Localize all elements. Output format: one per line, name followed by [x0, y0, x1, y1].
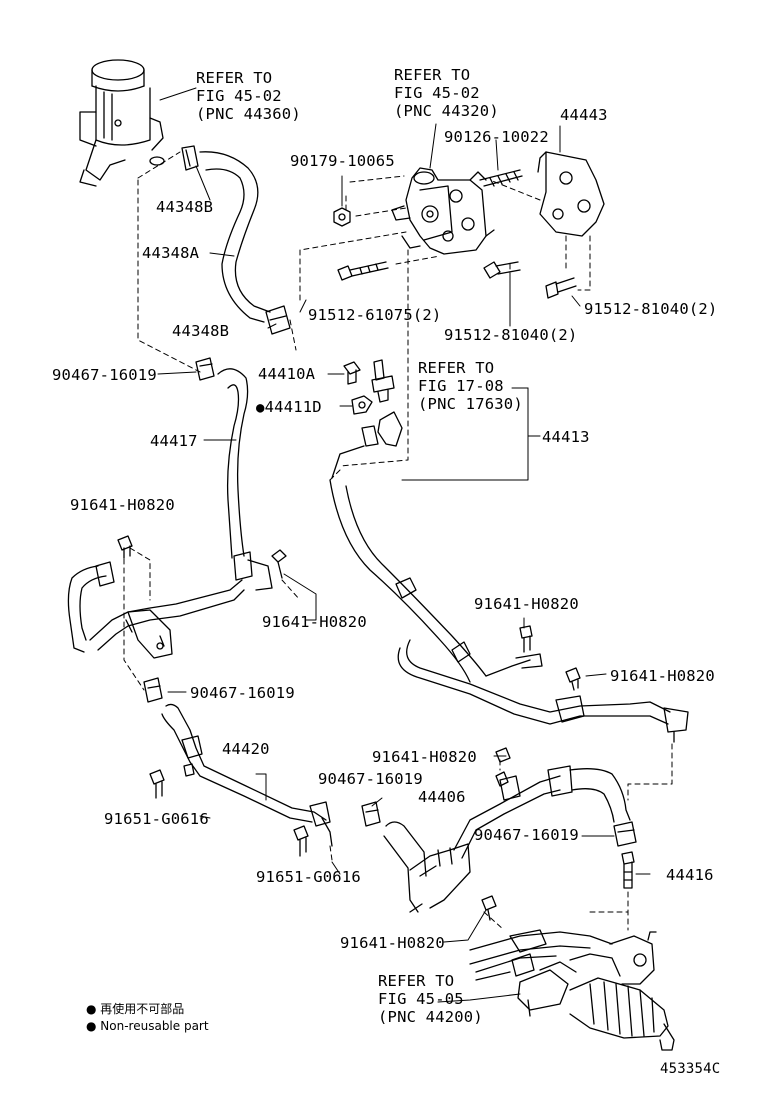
- bolt-91641-lower: [481, 895, 497, 921]
- bracket-44443-drawing: [537, 151, 605, 237]
- part-number-91641-a: 91641-H0820: [70, 496, 175, 514]
- legend-jp-text: 再使用不可部品: [100, 1002, 185, 1016]
- pressure-switch-drawing: [371, 359, 395, 403]
- part-number-44417: 44417: [150, 432, 198, 450]
- part-number-91641-d: 91641-H0820: [610, 667, 715, 685]
- part-number-91641-f: 91641-H0820: [340, 934, 445, 952]
- ref-17630-line2: FIG 17-08: [418, 377, 504, 395]
- bolt-91512-61075: [337, 261, 389, 281]
- part-number-90467-d: 90467-16019: [474, 826, 579, 844]
- part-number-91651-a: 91651-G0616: [104, 810, 209, 828]
- ref-17630-line3: (PNC 17630): [418, 395, 523, 413]
- clamp-90467-a: [195, 357, 215, 381]
- ref-17630-line1: REFER TO: [418, 359, 495, 377]
- part-number-90179: 90179-10065: [290, 152, 395, 170]
- small-bolt-44420: [183, 763, 195, 777]
- legend-non-reusable-jp: ● 再使用不可部品: [86, 1002, 185, 1016]
- dashed-guide-lines-bottom: [329, 743, 673, 931]
- part-number-44411d-text: 44411D: [264, 398, 322, 416]
- leader-44413-b: [511, 387, 541, 437]
- bolt-91641-upper-lower: [495, 747, 511, 763]
- clamp-44411d-drawing: [351, 395, 373, 415]
- hose-44406-drawing: [383, 765, 631, 913]
- part-number-91641-b: 91641-H0820: [474, 595, 579, 613]
- part-number-44406: 44406: [418, 788, 466, 806]
- clamp-90467-b: [143, 677, 163, 703]
- part-number-44420: 44420: [222, 740, 270, 758]
- union-44416-drawing: [621, 851, 635, 889]
- legend-non-reusable-en: ● Non-reusable part: [86, 1019, 209, 1033]
- ref-44200-line3: (PNC 44200): [378, 1008, 483, 1026]
- part-number-91641-e: 91641-H0820: [372, 748, 477, 766]
- leader-44413: [401, 387, 529, 481]
- part-number-44348a: 44348A: [142, 244, 200, 262]
- hose-clamp-44348b-top: [181, 145, 199, 171]
- part-number-44443: 44443: [560, 106, 608, 124]
- part-number-91512-81040-a: 91512-81040(2): [444, 326, 578, 344]
- part-number-44413: 44413: [542, 428, 590, 446]
- part-number-44348b-bottom: 44348B: [172, 322, 230, 340]
- ref-44360-line2: FIG 45-02: [196, 87, 282, 105]
- ref-44360-line1: REFER TO: [196, 69, 273, 87]
- ref-44200-line1: REFER TO: [378, 972, 455, 990]
- power-steering-pump-drawing: [391, 167, 495, 255]
- ref-44320-line2: FIG 45-02: [394, 84, 480, 102]
- pressure-hose-44413-drawing: [329, 411, 689, 743]
- stud-bolt-90126: [479, 169, 523, 187]
- ref-44320-line1: REFER TO: [394, 66, 471, 84]
- clamp-90467-d: [613, 821, 637, 847]
- reservoir-tank-drawing: [79, 59, 165, 187]
- part-number-90126: 90126-10022: [444, 128, 549, 146]
- bolt-44410a: [343, 361, 361, 385]
- hose-clamp-44348b-bottom: [265, 305, 291, 335]
- bolt-91651-b: [293, 825, 309, 857]
- tube-44420-drawing: [161, 703, 333, 847]
- part-number-91512-81040-b: 91512-81040(2): [584, 300, 718, 318]
- leader-lines: [157, 87, 651, 1003]
- part-number-44348b-top: 44348B: [156, 198, 214, 216]
- return-hose-44417-drawing: [67, 368, 253, 659]
- bolt-91641-mid: [519, 625, 533, 653]
- ref-44200-line2: FIG 45-05: [378, 990, 464, 1008]
- steering-gear-drawing: [469, 929, 675, 1051]
- part-number-90467-a: 90467-16019: [52, 366, 157, 384]
- dashed-guide-lines-top: [137, 151, 591, 467]
- part-number-44411d: 44411D: [256, 398, 322, 417]
- bolt-91651-a: [149, 769, 165, 799]
- ref-44360-line3: (PNC 44360): [196, 105, 301, 123]
- bolt-91641-right: [565, 667, 581, 691]
- part-number-91651-b: 91651-G0616: [256, 868, 361, 886]
- bolt-91512-81040-a: [483, 261, 521, 279]
- legend-en-text: Non-reusable part: [100, 1019, 209, 1033]
- part-number-90467-c: 90467-16019: [318, 770, 423, 788]
- nut-90179: [333, 207, 351, 227]
- clamp-90467-c: [361, 801, 381, 827]
- bolt-91641-left: [117, 535, 133, 559]
- part-number-91512-61075: 91512-61075(2): [308, 306, 442, 324]
- dashed-guide-lines-left: [123, 469, 341, 691]
- hose-44348a-drawing: [199, 151, 271, 323]
- part-number-44410a: 44410A: [258, 365, 316, 383]
- hose-bracket-44417: [247, 549, 287, 591]
- part-number-91641-c: 91641-H0820: [262, 613, 367, 631]
- bolt-91512-81040-b: [545, 277, 577, 299]
- ref-44320-line3: (PNC 44320): [394, 102, 499, 120]
- figure-id: 453354C: [660, 1061, 721, 1077]
- part-number-90467-b: 90467-16019: [190, 684, 295, 702]
- part-number-44416: 44416: [666, 866, 714, 884]
